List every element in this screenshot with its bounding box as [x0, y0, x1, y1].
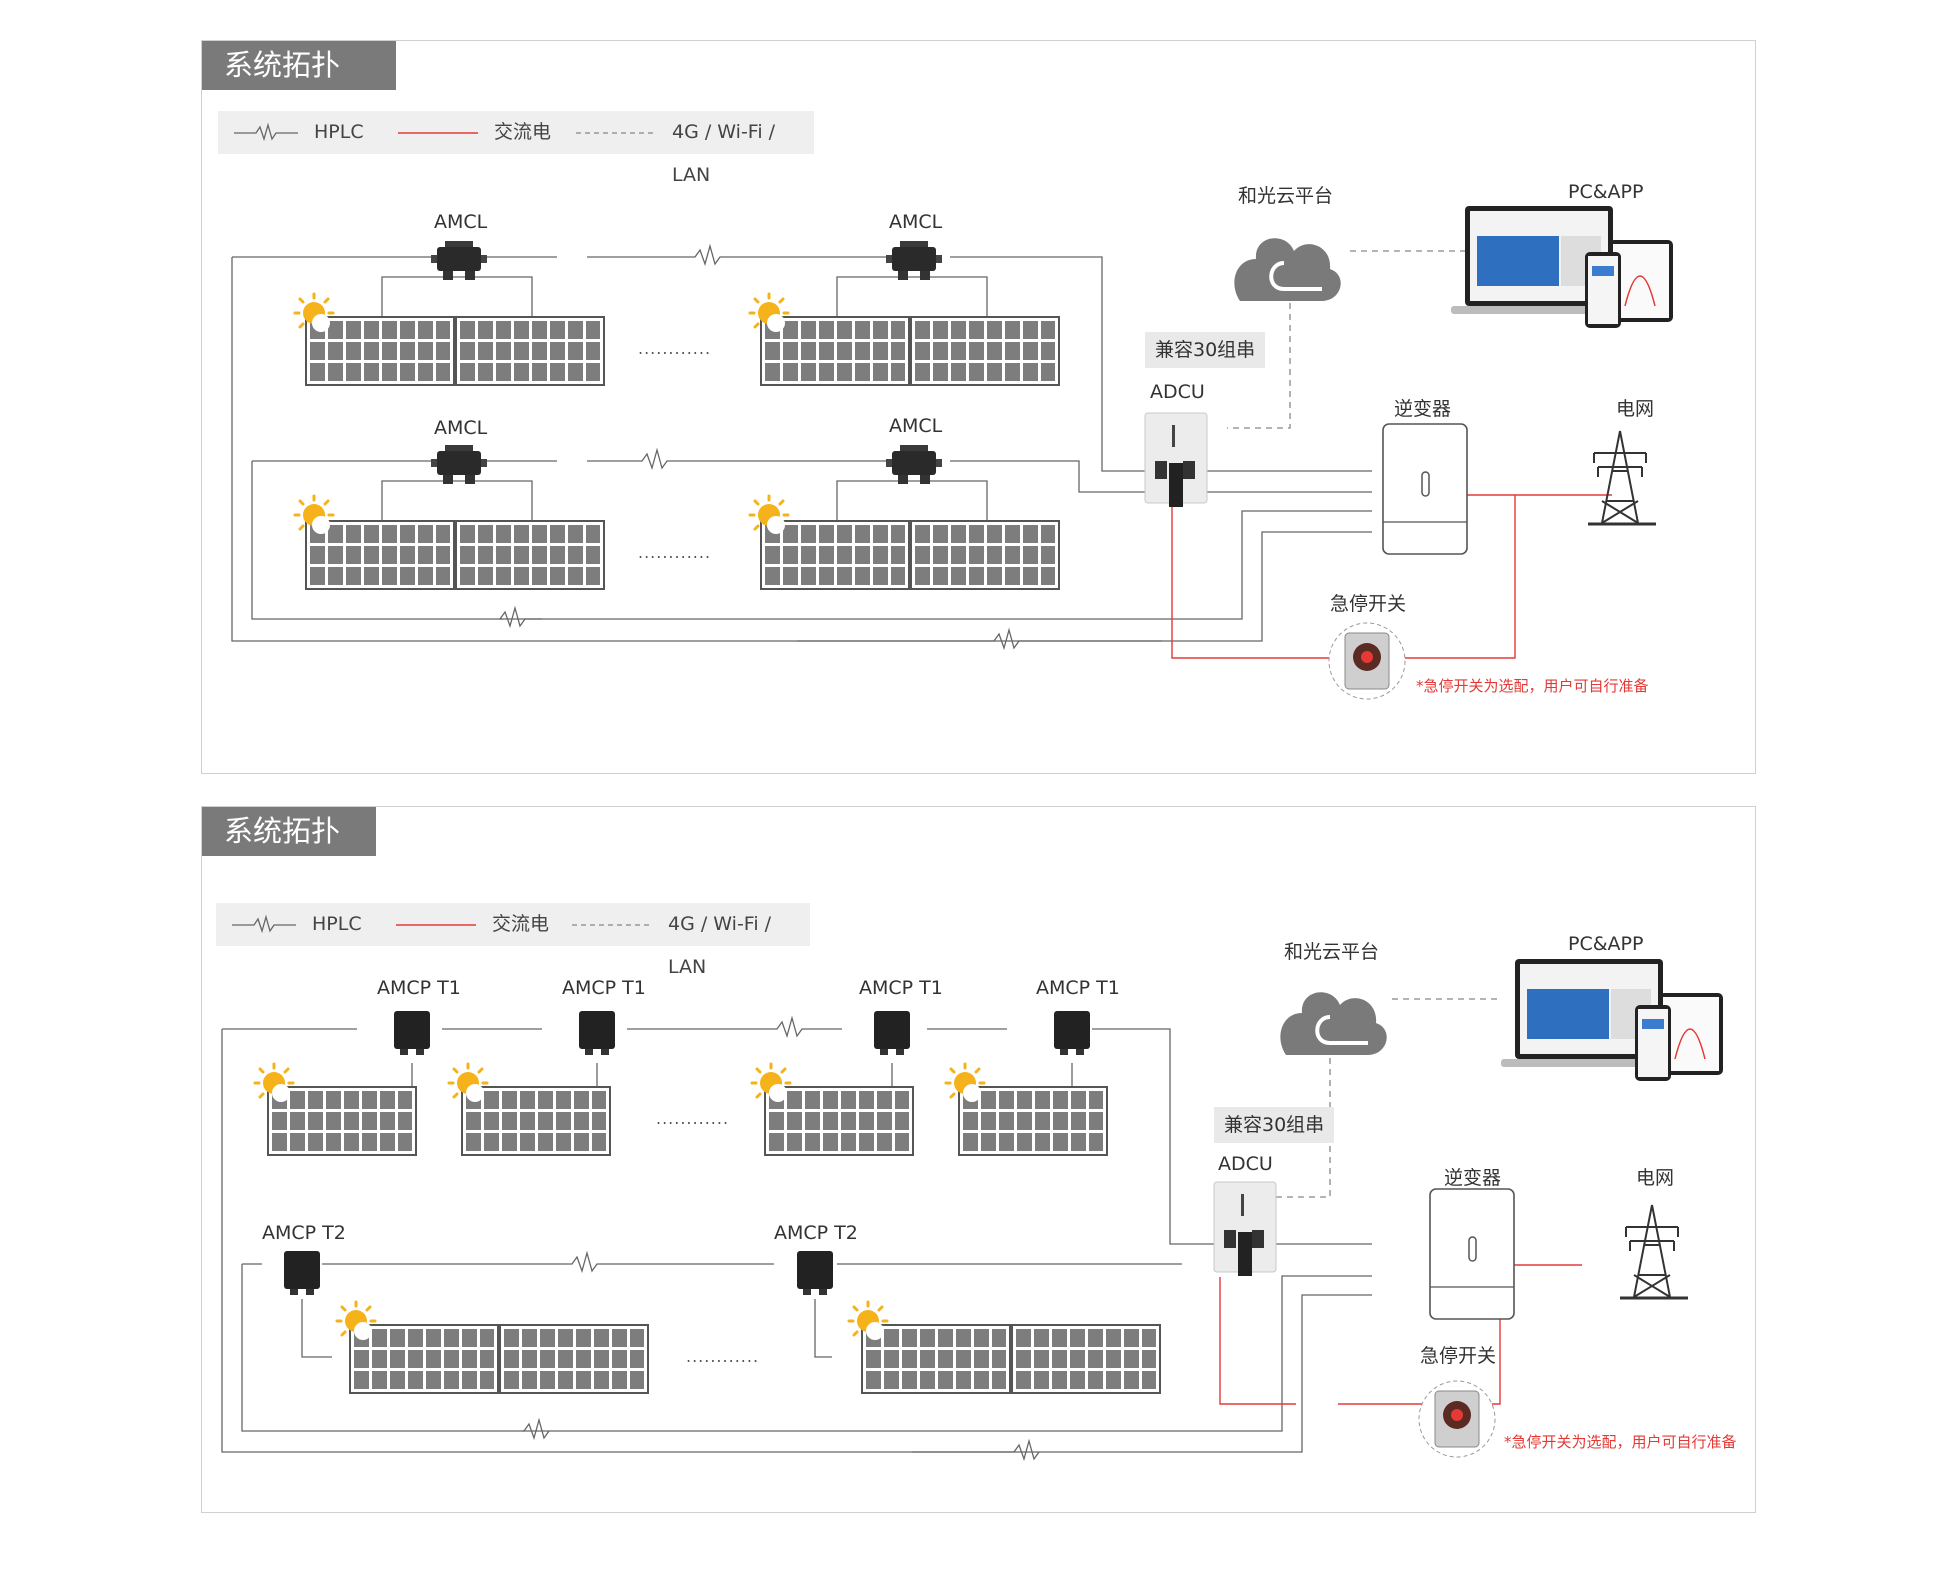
legend-hplc: HPLC	[312, 913, 362, 935]
inverter-icon	[1429, 1188, 1515, 1320]
amcl-device-icon	[886, 445, 942, 484]
pv-panel	[764, 1086, 914, 1156]
label-amcp-t1: AMCP T1	[859, 977, 943, 999]
label-grid: 电网	[1636, 1167, 1675, 1189]
ellipsis: ............	[638, 543, 712, 562]
pv-panel	[861, 1324, 1011, 1394]
pv-panel	[305, 520, 455, 590]
panel-title: 系统拓扑	[202, 41, 396, 90]
adcu-device-icon	[1213, 1181, 1277, 1276]
emergency-stop-icon	[1418, 1380, 1496, 1458]
legend-comm: 4G / Wi-Fi / LAN	[668, 913, 772, 978]
amcp-t1-device-icon	[394, 1011, 430, 1055]
cloud-icon	[1280, 992, 1387, 1055]
cloud-icon	[1234, 238, 1341, 301]
pv-panel	[455, 520, 605, 590]
pv-panel	[499, 1324, 649, 1394]
sun-icon	[293, 292, 335, 334]
estop-note: *急停开关为选配，用户可自行准备	[1416, 677, 1649, 695]
pv-panel	[455, 316, 605, 386]
amcp-t1-device-icon	[874, 1011, 910, 1055]
sun-icon	[944, 1062, 986, 1104]
legend-symbols	[234, 122, 656, 142]
power-tower-icon	[1588, 430, 1656, 526]
label-pc-app: PC&APP	[1568, 181, 1644, 203]
ellipsis: ............	[686, 1347, 760, 1366]
amcp-t1-device-icon	[1054, 1011, 1090, 1055]
amcp-t1-device-icon	[579, 1011, 615, 1055]
amcp-t2-device-icon	[797, 1251, 833, 1295]
label-cloud-platform: 和光云平台	[1284, 941, 1380, 963]
pv-panel	[958, 1086, 1108, 1156]
sun-icon	[750, 1062, 792, 1104]
sun-icon	[748, 494, 790, 536]
label-amcl: AMCL	[889, 415, 943, 437]
sun-icon	[447, 1062, 489, 1104]
laptop-icon	[1501, 959, 1723, 1081]
topology-diagram-1	[231, 206, 1673, 700]
label-inverter: 逆变器	[1394, 398, 1452, 420]
power-tower-icon	[1620, 1204, 1688, 1300]
label-grid: 电网	[1616, 398, 1655, 420]
label-inverter: 逆变器	[1444, 1167, 1502, 1189]
label-cloud-platform: 和光云平台	[1238, 185, 1334, 207]
laptop-icon	[1451, 206, 1673, 328]
pv-panel	[267, 1086, 417, 1156]
topology-diagram-2	[221, 959, 1723, 1462]
label-amcl: AMCL	[434, 417, 488, 439]
amcp-t2-device-icon	[284, 1251, 320, 1295]
label-amcp-t1: AMCP T1	[562, 977, 646, 999]
pv-panel	[760, 520, 910, 590]
label-adcu: ADCU	[1218, 1153, 1273, 1175]
pv-panel	[910, 520, 1060, 590]
legend-ac: 交流电	[494, 121, 552, 143]
adcu-device-icon	[1144, 412, 1208, 507]
legend-symbols	[232, 914, 652, 934]
label-pc-app: PC&APP	[1568, 933, 1644, 955]
label-amcl: AMCL	[434, 211, 488, 233]
amcl-device-icon	[886, 241, 942, 280]
label-amcp-t1: AMCP T1	[1036, 977, 1120, 999]
sun-icon	[847, 1300, 889, 1342]
topology-panel-1: 系统拓扑 HPLC 交流电 4G / Wi-Fi / LAN	[201, 40, 1756, 774]
label-amcl: AMCL	[889, 211, 943, 233]
legend: HPLC 交流电 4G / Wi-Fi / LAN	[218, 111, 814, 186]
ellipsis: ............	[656, 1109, 730, 1128]
inverter-icon	[1382, 423, 1468, 555]
legend-ac: 交流电	[492, 913, 550, 935]
label-amcp-t2: AMCP T2	[262, 1222, 346, 1244]
panel-title: 系统拓扑	[202, 807, 376, 856]
label-adcu: ADCU	[1150, 381, 1205, 403]
label-estop: 急停开关	[1330, 593, 1407, 615]
pv-panel	[910, 316, 1060, 386]
topology-panel-2: 系统拓扑 HPLC 交流电 4G / Wi-Fi / LAN	[201, 806, 1756, 1513]
estop-note: *急停开关为选配，用户可自行准备	[1504, 1433, 1737, 1451]
amcl-device-icon	[431, 241, 487, 280]
legend: HPLC 交流电 4G / Wi-Fi / LAN	[216, 903, 810, 978]
sun-icon	[253, 1062, 295, 1104]
pv-panel	[461, 1086, 611, 1156]
compat-tag: 兼容30组串	[1214, 1107, 1335, 1143]
emergency-stop-icon	[1328, 622, 1406, 700]
sun-icon	[335, 1300, 377, 1342]
compat-tag: 兼容30组串	[1145, 332, 1266, 368]
ellipsis: ............	[638, 339, 712, 358]
sun-icon	[748, 292, 790, 334]
label-amcp-t2: AMCP T2	[774, 1222, 858, 1244]
label-amcp-t1: AMCP T1	[377, 977, 461, 999]
amcl-device-icon	[431, 445, 487, 484]
sun-icon	[293, 494, 335, 536]
pv-panel	[349, 1324, 499, 1394]
pv-panel	[1011, 1324, 1161, 1394]
label-estop: 急停开关	[1420, 1345, 1497, 1367]
legend-hplc: HPLC	[314, 121, 364, 143]
legend-comm: 4G / Wi-Fi / LAN	[672, 121, 776, 186]
